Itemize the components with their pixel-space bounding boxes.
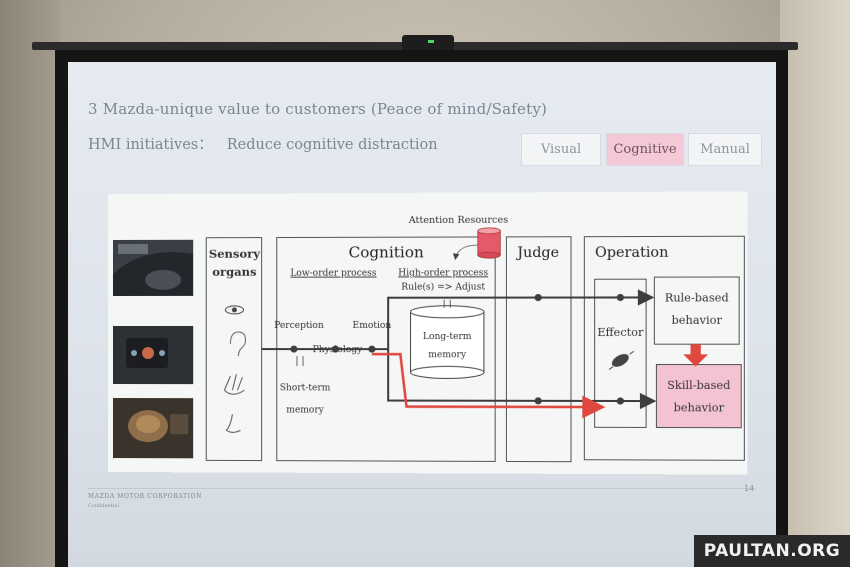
projector-led [428, 40, 434, 43]
tab-visual: Visual [521, 133, 601, 166]
subtitle-label: HMI initiatives： [88, 137, 213, 153]
sensory-title-line1: Sensory [209, 247, 260, 261]
ear-icon [230, 332, 245, 356]
rule-based-box [654, 277, 739, 344]
long-term-line2: memory [428, 350, 467, 360]
slide-subtitle: HMI initiatives： Reduce cognitive distrac… [88, 133, 438, 154]
perception-label: Perception [274, 321, 324, 331]
car-photo-controller [113, 398, 193, 458]
attention-resources-cylinder [478, 228, 500, 258]
projector-device [402, 35, 454, 51]
effector-label: Effector [597, 326, 644, 339]
high-order-label: High-order process [398, 268, 488, 278]
short-term-link-arrows [297, 356, 303, 366]
judge-box [506, 237, 571, 462]
diagram-svg: Sensory organs Cognition Low-order proce… [108, 191, 747, 474]
rule-adjust-label: Rule(s) => Adjust [401, 281, 485, 292]
emotion-node [368, 346, 375, 353]
watermark: PAULTAN.ORG [694, 535, 850, 567]
eye-icon [225, 306, 243, 314]
slide-title: 3 Mazda-unique value to customers (Peace… [88, 100, 547, 118]
effector-upper-node [617, 294, 624, 301]
rule-based-line2: behavior [672, 314, 723, 327]
short-term-line2: memory [286, 405, 324, 415]
effector-lower-node [617, 397, 624, 404]
short-term-line1: Short-term [280, 383, 331, 393]
skill-path-red-line [372, 354, 603, 407]
emotion-label: Emotion [353, 321, 392, 331]
rule-to-skill-arrow [683, 344, 708, 366]
skill-based-line2: behavior [674, 401, 725, 414]
operation-title: Operation [595, 245, 668, 261]
judge-upper-node [535, 294, 542, 301]
rule-based-line1: Rule-based [665, 291, 729, 304]
car-photo-dashboard [113, 240, 193, 296]
attention-arrow [455, 245, 477, 259]
physiology-node [332, 346, 339, 353]
judge-title: Judge [515, 245, 559, 261]
sensory-title-line2: organs [212, 265, 256, 279]
judge-lower-node [535, 397, 542, 404]
room-wall-left [0, 0, 60, 567]
hand-icon [224, 374, 244, 394]
footer-company: MAZDA MOTOR CORPORATION [88, 493, 202, 500]
tab-cognitive: Cognitive [606, 133, 684, 166]
effector-icon [609, 351, 634, 369]
page-number: 14 [744, 484, 754, 493]
nose-icon [226, 414, 240, 432]
tab-manual: Manual [688, 133, 762, 166]
projection-screen: 3 Mazda-unique value to customers (Peace… [68, 62, 776, 567]
footer-divider [88, 488, 756, 489]
attention-label: Attention Resources [408, 215, 509, 226]
footer-confidential: Confidential [88, 503, 119, 509]
skill-based-line1: Skill-based [667, 379, 730, 392]
long-term-line1: Long-term [423, 332, 472, 342]
low-order-label: Low-order process [290, 268, 377, 278]
skill-based-box [656, 364, 741, 427]
room-wall-right [780, 0, 850, 567]
perception-node [290, 346, 297, 353]
car-photo-display [113, 326, 193, 384]
subtitle-text: Reduce cognitive distraction [227, 137, 438, 153]
cognition-diagram: Sensory organs Cognition Low-order proce… [108, 191, 747, 474]
cognition-title: Cognition [349, 243, 425, 261]
effector-box [595, 279, 646, 427]
